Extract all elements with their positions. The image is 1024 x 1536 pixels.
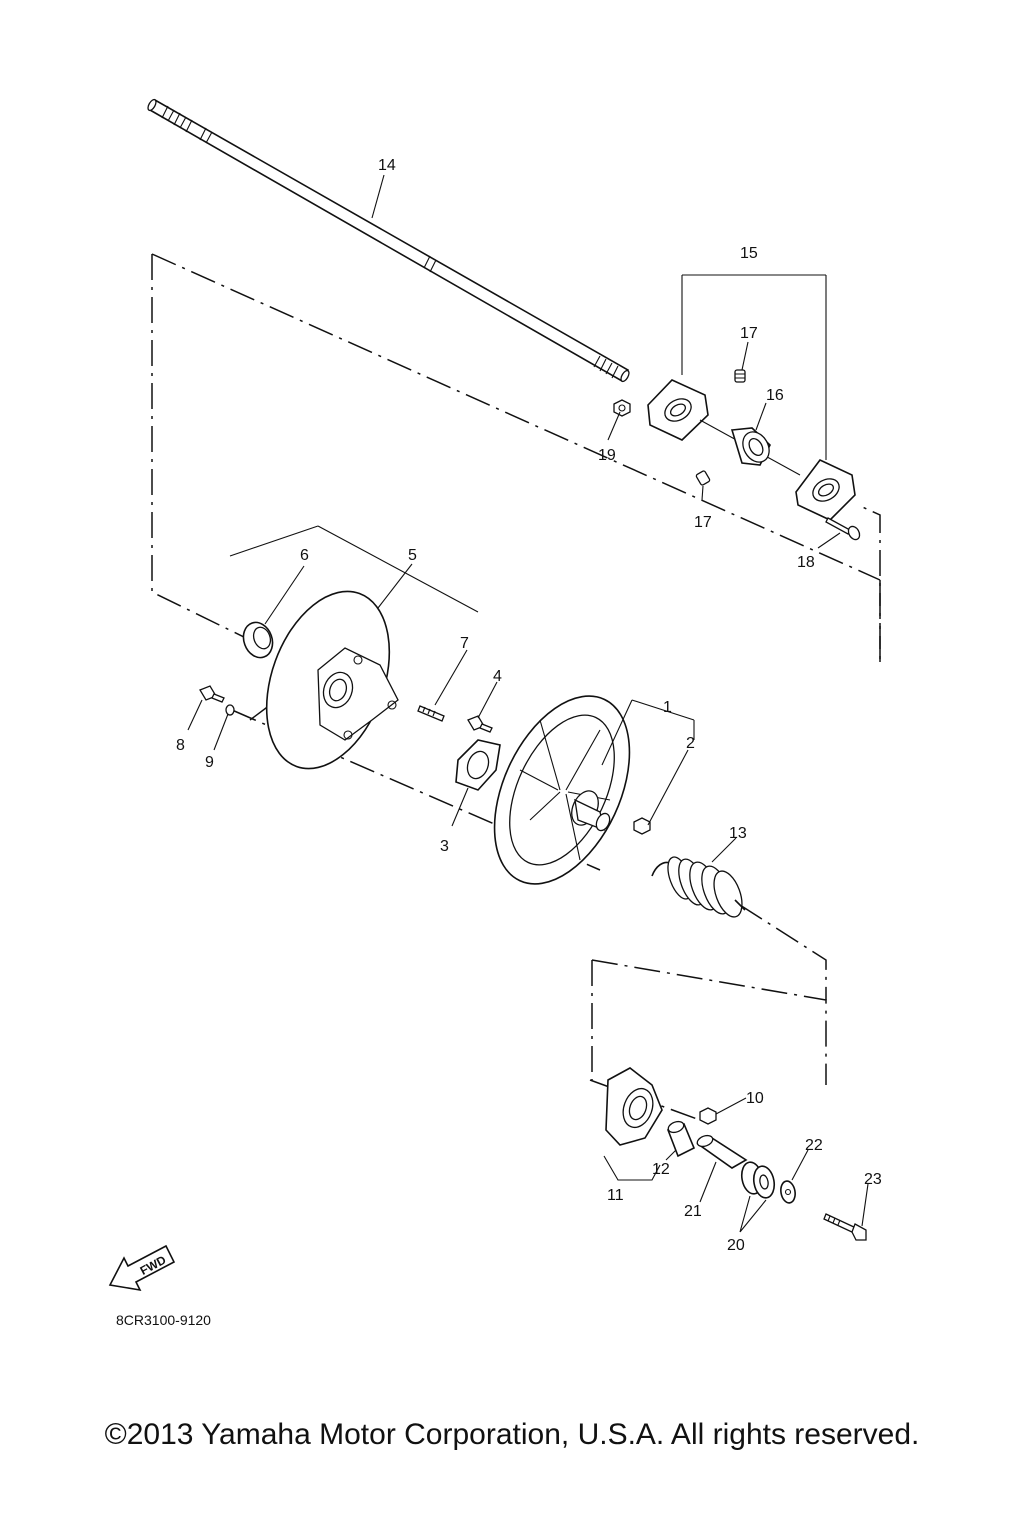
part-6-seal bbox=[242, 621, 274, 659]
part-10-nut bbox=[699, 1107, 717, 1125]
callout-5: 5 bbox=[408, 547, 417, 564]
callout-14: 14 bbox=[378, 157, 396, 174]
part-1-movable-sheave bbox=[493, 695, 631, 885]
callout-10: 10 bbox=[746, 1090, 764, 1107]
part-18-bolt bbox=[825, 517, 861, 541]
callout-18: 18 bbox=[797, 554, 815, 571]
callout-6: 6 bbox=[300, 547, 309, 564]
callout-1: 1 bbox=[663, 699, 672, 716]
callout-11: 11 bbox=[607, 1187, 624, 1204]
part-22-washer bbox=[780, 1180, 796, 1204]
callout-9: 9 bbox=[205, 754, 214, 771]
part-16-bearing bbox=[730, 427, 771, 466]
callout-4: 4 bbox=[493, 668, 502, 685]
part-2-nut bbox=[633, 817, 651, 835]
callout-13: 13 bbox=[729, 825, 747, 842]
leader-lines bbox=[187, 174, 869, 1233]
callout-20: 20 bbox=[727, 1237, 745, 1254]
callout-7: 7 bbox=[460, 635, 469, 652]
part-8-bolt bbox=[199, 685, 225, 703]
part-9-washer bbox=[225, 704, 235, 716]
part-15-bearing-housing-upper bbox=[647, 379, 709, 441]
callout-labels: 14 15 17 16 19 17 18 6 5 7 4 1 2 8 9 3 1… bbox=[176, 157, 882, 1254]
part-13-spring bbox=[651, 856, 746, 918]
callout-3: 3 bbox=[440, 838, 449, 855]
part-17-set-screw-lower bbox=[695, 470, 711, 486]
part-12-bushing bbox=[666, 1120, 696, 1158]
drawing-code: 8CR3100-9120 bbox=[116, 1312, 211, 1328]
part-5-fixed-sheave bbox=[265, 590, 399, 770]
callout-23: 23 bbox=[864, 1171, 882, 1188]
copyright-notice: ©2013 Yamaha Motor Corporation, U.S.A. A… bbox=[104, 1418, 920, 1451]
part-3-gasket bbox=[455, 739, 501, 791]
part-19-nut bbox=[613, 399, 631, 417]
fwd-arrow-icon: FWD bbox=[108, 1244, 176, 1292]
part-4-bolt bbox=[467, 715, 493, 733]
callout-21: 21 bbox=[684, 1203, 702, 1220]
part-11-cam bbox=[605, 1067, 663, 1146]
part-23-bolt bbox=[823, 1213, 867, 1241]
callout-2: 2 bbox=[686, 735, 695, 752]
part-15-bearing-housing-lower bbox=[795, 458, 856, 521]
part-14-shaft bbox=[147, 98, 630, 383]
callout-12: 12 bbox=[652, 1161, 670, 1178]
callout-15: 15 bbox=[740, 245, 758, 262]
part-20-rollers bbox=[740, 1161, 776, 1199]
part-21-collar bbox=[696, 1134, 748, 1169]
callout-22: 22 bbox=[805, 1137, 823, 1154]
callout-8: 8 bbox=[176, 737, 185, 754]
callout-17-lower: 17 bbox=[694, 514, 712, 531]
part-7-stud bbox=[417, 705, 445, 722]
callout-19: 19 bbox=[598, 447, 616, 464]
part-17-set-screw-upper bbox=[734, 369, 746, 383]
callout-16: 16 bbox=[766, 387, 784, 404]
callout-17-upper: 17 bbox=[740, 325, 758, 342]
